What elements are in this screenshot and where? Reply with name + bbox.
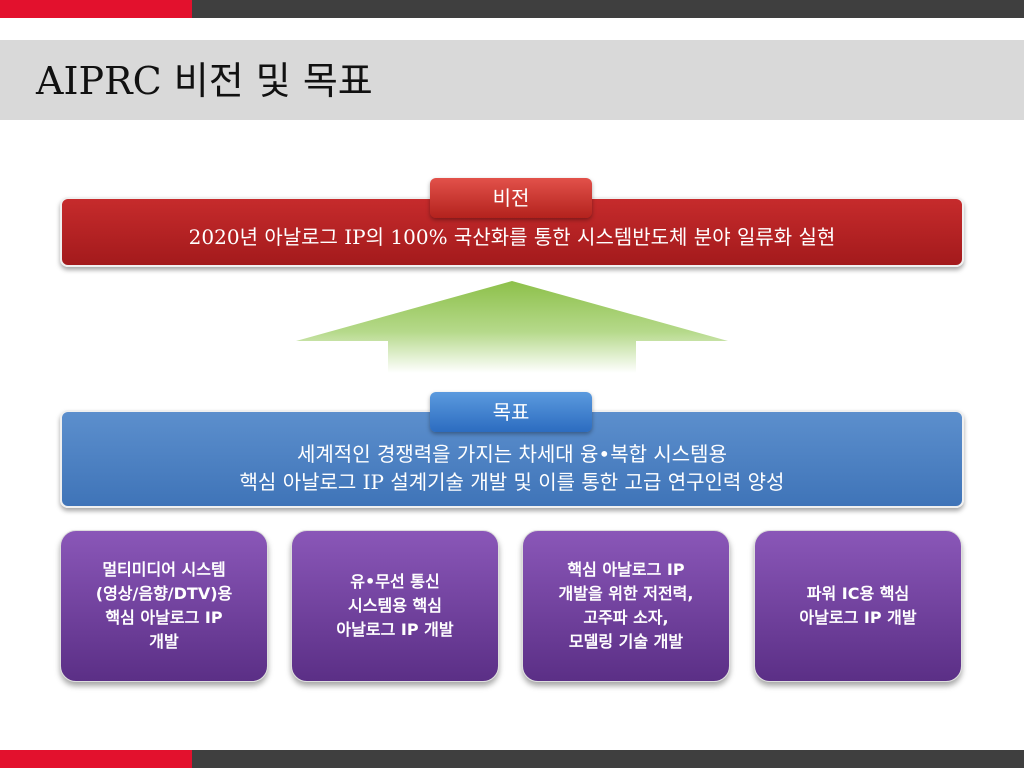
up-arrow-icon	[296, 281, 728, 373]
top-accent-bar	[0, 0, 1024, 18]
task-card-4: 파워 IC용 핵심 아날로그 IP 개발	[754, 530, 962, 682]
goal-text-line-2: 핵심 아날로그 IP 설계기술 개발 및 이를 통한 고급 연구인력 양성	[239, 470, 785, 494]
top-bar-gray-segment	[192, 0, 1024, 18]
title-band	[0, 40, 1024, 120]
top-bar-red-segment	[0, 0, 192, 18]
task-card-2: 유•무선 통신 시스템용 핵심 아날로그 IP 개발	[291, 530, 499, 682]
task-card-1: 멀티미디어 시스템 (영상/음향/DTV)용 핵심 아날로그 IP 개발	[60, 530, 268, 682]
goal-label: 목표	[430, 392, 592, 432]
bottom-bar-red-segment	[0, 750, 192, 768]
task-card-text: 파워 IC용 핵심 아날로그 IP 개발	[799, 584, 917, 627]
task-card-text: 핵심 아날로그 IP 개발을 위한 저전력, 고주파 소자, 모델링 기술 개발	[558, 560, 694, 651]
goal-text-line-1: 세계적인 경쟁력을 가지는 차세대 융•복합 시스템용	[297, 442, 727, 466]
vision-label: 비전	[430, 178, 592, 218]
bottom-bar-gray-segment	[192, 750, 1024, 768]
task-card-3: 핵심 아날로그 IP 개발을 위한 저전력, 고주파 소자, 모델링 기술 개발	[522, 530, 730, 682]
vision-text: 2020년 아날로그 IP의 100% 국산화를 통한 시스템반도체 분야 일류…	[188, 225, 836, 249]
slide-title: AIPRC 비전 및 목표	[36, 59, 373, 103]
task-card-text: 유•무선 통신 시스템용 핵심 아날로그 IP 개발	[336, 572, 454, 639]
bottom-accent-bar	[0, 750, 1024, 768]
task-card-text: 멀티미디어 시스템 (영상/음향/DTV)용 핵심 아날로그 IP 개발	[95, 560, 233, 651]
